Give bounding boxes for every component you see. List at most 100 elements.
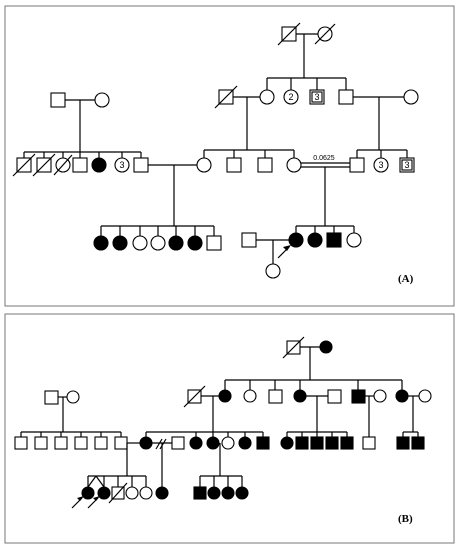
a-female xyxy=(94,92,110,108)
b-male xyxy=(268,389,283,404)
b-female xyxy=(221,436,235,450)
b-gen4-mid xyxy=(193,443,249,500)
panel-a-frame xyxy=(4,5,455,307)
a-female xyxy=(259,89,275,105)
panel-a-label: (A) xyxy=(398,273,414,285)
a-left-founders: 3 xyxy=(12,92,149,177)
b-male xyxy=(34,436,48,450)
b-female xyxy=(139,486,153,500)
b-affected-male xyxy=(310,436,324,450)
b-affected-male xyxy=(351,389,366,404)
b-gen2 xyxy=(183,385,432,408)
b-affected-female xyxy=(293,389,307,403)
a-affected-male xyxy=(326,232,342,248)
a-male xyxy=(226,157,242,173)
a-group-count: 3 xyxy=(314,92,319,102)
b-female xyxy=(373,389,387,403)
a-male xyxy=(206,235,222,251)
b-male xyxy=(54,436,68,450)
b-female xyxy=(125,486,139,500)
b-affected-female xyxy=(155,486,169,500)
a-female-child xyxy=(265,263,281,279)
b-proband-affected-female xyxy=(97,486,111,500)
a-male xyxy=(338,89,354,105)
a-female-group xyxy=(373,157,389,173)
a-female xyxy=(403,89,419,105)
a-group-count: 3 xyxy=(404,160,409,170)
a-male xyxy=(72,157,88,173)
b-male xyxy=(94,436,108,450)
a-affected-female xyxy=(91,157,107,173)
b-gen3-left xyxy=(127,396,270,450)
a-female-group xyxy=(114,157,130,173)
a-female xyxy=(132,235,148,251)
b-affected-female xyxy=(189,436,203,450)
a-male xyxy=(133,157,149,173)
b-affected-male xyxy=(396,436,410,450)
b-affected-female xyxy=(221,486,235,500)
b-male xyxy=(171,436,185,450)
a-proband-affected-female xyxy=(288,232,304,248)
a-couple-right: 3 3 xyxy=(338,89,419,173)
b-gen3-right xyxy=(362,396,425,450)
b-affected-female xyxy=(319,340,333,354)
a-female-group xyxy=(283,89,299,105)
b-proband-affected-female xyxy=(81,486,95,500)
b-affected-male xyxy=(411,436,425,450)
svg-text:3: 3 xyxy=(119,160,124,170)
a-affected-female xyxy=(307,232,323,248)
a-female xyxy=(346,232,362,248)
a-affected-female xyxy=(187,235,203,251)
b-affected-female xyxy=(218,389,232,403)
b-affected-female xyxy=(139,436,153,450)
b-founders-top xyxy=(224,336,403,390)
b-affected-female xyxy=(235,486,249,500)
b-gen3-mid xyxy=(280,396,354,450)
a-group-count: 3 xyxy=(378,160,383,170)
a-male xyxy=(50,92,66,108)
b-affected-female xyxy=(207,486,221,500)
b-male xyxy=(362,436,376,450)
panel-b: (B) xyxy=(4,313,455,544)
a-male-group xyxy=(399,157,415,173)
b-left-founders xyxy=(14,390,128,450)
b-male xyxy=(114,436,128,450)
a-affected-female xyxy=(168,235,184,251)
consanguinity-coefficient: 0.0625 xyxy=(313,155,335,162)
a-affected-female xyxy=(93,235,109,251)
a-founders-top xyxy=(277,22,336,78)
b-affected-female xyxy=(238,436,252,450)
a-couple-center xyxy=(93,164,222,251)
b-female xyxy=(243,389,257,403)
b-male xyxy=(74,436,88,450)
a-top-sibship: 2 3 xyxy=(266,77,347,105)
b-male xyxy=(44,390,59,405)
a-female xyxy=(196,157,212,173)
b-female xyxy=(418,389,432,403)
b-affected-male xyxy=(325,436,339,450)
a-consanguineous-marriage: 0.0625 xyxy=(241,155,362,279)
b-affected-male xyxy=(193,486,207,500)
b-affected-female xyxy=(395,389,409,403)
b-gen4-left xyxy=(71,438,169,509)
a-male-spouse xyxy=(241,232,257,248)
b-affected-female xyxy=(206,436,220,450)
b-male xyxy=(14,436,28,450)
a-male xyxy=(257,157,273,173)
a-affected-female xyxy=(112,235,128,251)
a-male-group xyxy=(309,89,325,105)
b-affected-male xyxy=(340,436,354,450)
a-female xyxy=(150,235,166,251)
a-female-consanguineous xyxy=(286,157,302,173)
b-female xyxy=(66,390,80,404)
panel-b-frame xyxy=(4,313,455,544)
b-male xyxy=(327,389,342,404)
panel-a: 2 3 xyxy=(4,5,455,307)
a-male-consanguineous xyxy=(349,157,365,173)
panel-b-label: (B) xyxy=(398,513,413,525)
b-affected-female xyxy=(280,436,294,450)
b-affected-male xyxy=(256,436,270,450)
a-group-count: 2 xyxy=(288,92,293,102)
b-affected-male xyxy=(295,436,309,450)
